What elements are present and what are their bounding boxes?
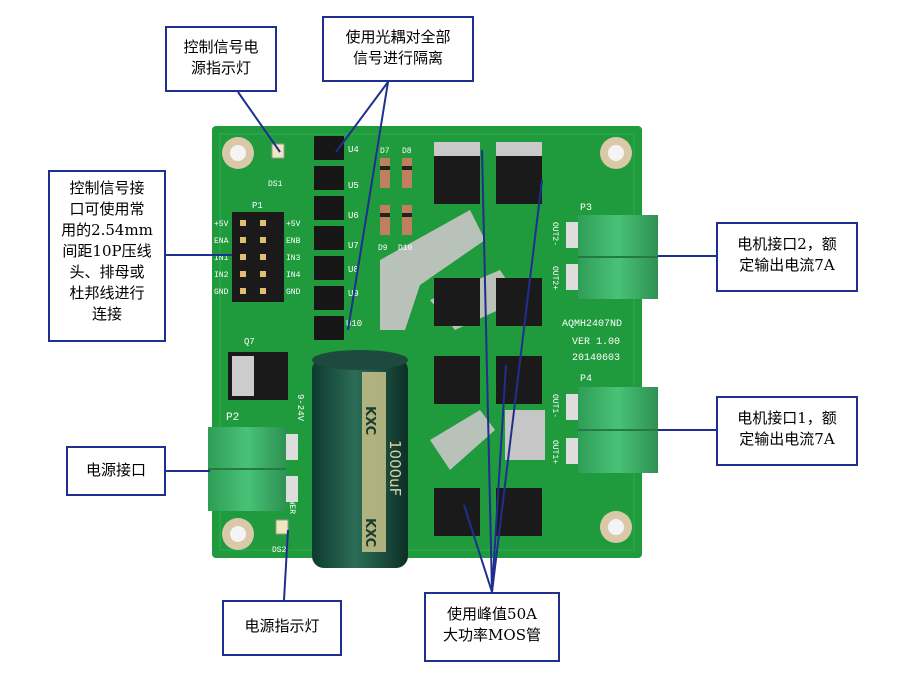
callout-power-port-line1: 电源接口 <box>85 461 146 479</box>
p2-label: P2 <box>226 412 239 424</box>
callout-control-interface-line6: 杜邦线进行 <box>69 284 145 302</box>
silk-left-5: GND <box>214 288 229 297</box>
q7-label: Q7 <box>244 337 255 347</box>
silk-left-1: +5V <box>214 220 229 229</box>
silk-right-1: +5V <box>286 220 301 229</box>
callout-power-port: 电源接口 <box>66 446 166 496</box>
p4-label: P4 <box>580 374 592 385</box>
callout-mosfet-line1: 使用峰值50A <box>447 605 537 623</box>
opto-u10: U10 <box>346 319 362 329</box>
callout-power-led: 电源指示灯 <box>222 600 342 656</box>
terminal-p4: P4 OUT1- OUT1+ <box>550 374 658 473</box>
callout-motor2-line2: 定输出电流7A <box>739 256 835 274</box>
callout-control-interface-line3: 用的2.54mm <box>61 221 153 239</box>
led-ds1: DS1 <box>268 143 285 189</box>
callout-motor1: 电机接口1，额 定输出电流7A <box>716 396 858 466</box>
vin-label: 9-24V <box>295 394 305 422</box>
terminal-p3: P3 OUT2- OUT2+ <box>550 203 658 299</box>
callout-control-interface: 控制信号接 口可使用常 用的2.54mm 间距10P压线 头、排母或 杜邦线进行… <box>48 170 166 342</box>
silk-right-2: ENB <box>286 237 301 246</box>
capacitor-brand-bottom: KXC <box>362 518 377 547</box>
callout-optocoupler-line1: 使用光耦对全部 <box>345 28 451 46</box>
capacitor-value: 1000uF <box>386 440 404 496</box>
callout-optocoupler: 使用光耦对全部 信号进行隔离 <box>322 16 474 82</box>
callout-optocoupler-line2: 信号进行隔离 <box>352 49 443 67</box>
callout-motor1-line2: 定输出电流7A <box>739 430 835 448</box>
out2-minus: OUT2- <box>550 222 559 246</box>
electrolytic-capacitor: KXC 1000uF KXC <box>312 350 408 568</box>
leader-lines <box>166 81 716 601</box>
optocoupler-array: U4 U5 U6 U7 U8 U9 U10 <box>314 136 362 340</box>
led-ds2-label: DS2 <box>272 546 287 555</box>
opto-u7: U7 <box>348 241 359 251</box>
p3-label: P3 <box>580 203 592 214</box>
opto-u8: U8 <box>348 265 359 275</box>
silk-left-2: ENA <box>214 237 229 246</box>
callout-mosfet-line2: 大功率MOS管 <box>443 626 541 644</box>
out1-minus: OUT1- <box>550 394 559 418</box>
power-label: POWER <box>287 490 296 514</box>
capacitor-brand-top: KXC <box>362 406 377 435</box>
callout-control-interface-line5: 头、排母或 <box>69 263 145 281</box>
silk-left-3: IN1 <box>214 254 229 263</box>
opto-u4: U4 <box>348 145 359 155</box>
diode-d10: D10 <box>398 244 413 253</box>
callout-power-led-line1: 电源指示灯 <box>244 617 320 635</box>
callout-motor2-line1: 电机接口2，额 <box>737 235 837 253</box>
opto-u6: U6 <box>348 211 359 221</box>
transistor-q7: Q7 <box>228 337 288 400</box>
diode-d9: D9 <box>378 244 388 253</box>
led-ds2: DS2 <box>272 519 289 555</box>
terminal-p2: P2 <box>208 412 298 511</box>
header-p1: P1 +5V ENA IN1 IN2 GND +5V ENB IN3 IN4 G… <box>214 201 301 302</box>
callout-motor1-line1: 电机接口1，额 <box>737 409 837 427</box>
silk-right-4: IN4 <box>286 271 301 280</box>
callout-mosfet: 使用峰值50A 大功率MOS管 <box>424 592 560 662</box>
callout-control-interface-line2: 口可使用常 <box>69 200 145 218</box>
out1-plus: OUT1+ <box>550 440 559 464</box>
callout-control-led-line2: 源指示灯 <box>190 59 251 77</box>
header-label: P1 <box>252 201 263 211</box>
board-date: 20140603 <box>572 353 620 364</box>
callout-control-interface-line7: 连接 <box>91 305 122 323</box>
opto-u5: U5 <box>348 181 359 191</box>
out2-plus: OUT2+ <box>550 266 559 290</box>
diode-d8: D8 <box>402 147 412 156</box>
silk-right-5: GND <box>286 288 301 297</box>
board-model: AQMH2407ND <box>562 319 622 330</box>
board-version: VER 1.00 <box>572 337 620 348</box>
led-ds1-label: DS1 <box>268 180 283 189</box>
silk-left-4: IN2 <box>214 271 229 280</box>
callout-control-interface-line1: 控制信号接 <box>69 179 145 197</box>
silk-right-3: IN3 <box>286 254 301 263</box>
callout-control-interface-line4: 间距10P压线 <box>62 242 152 260</box>
callout-control-led: 控制信号电 源指示灯 <box>165 26 277 92</box>
diodes: D7 D8 D9 D10 <box>378 147 413 253</box>
callout-motor2: 电机接口2，额 定输出电流7A <box>716 222 858 292</box>
mounting-holes <box>222 137 632 550</box>
callout-control-led-line1: 控制信号电 <box>183 38 259 56</box>
diode-d7: D7 <box>380 147 390 156</box>
